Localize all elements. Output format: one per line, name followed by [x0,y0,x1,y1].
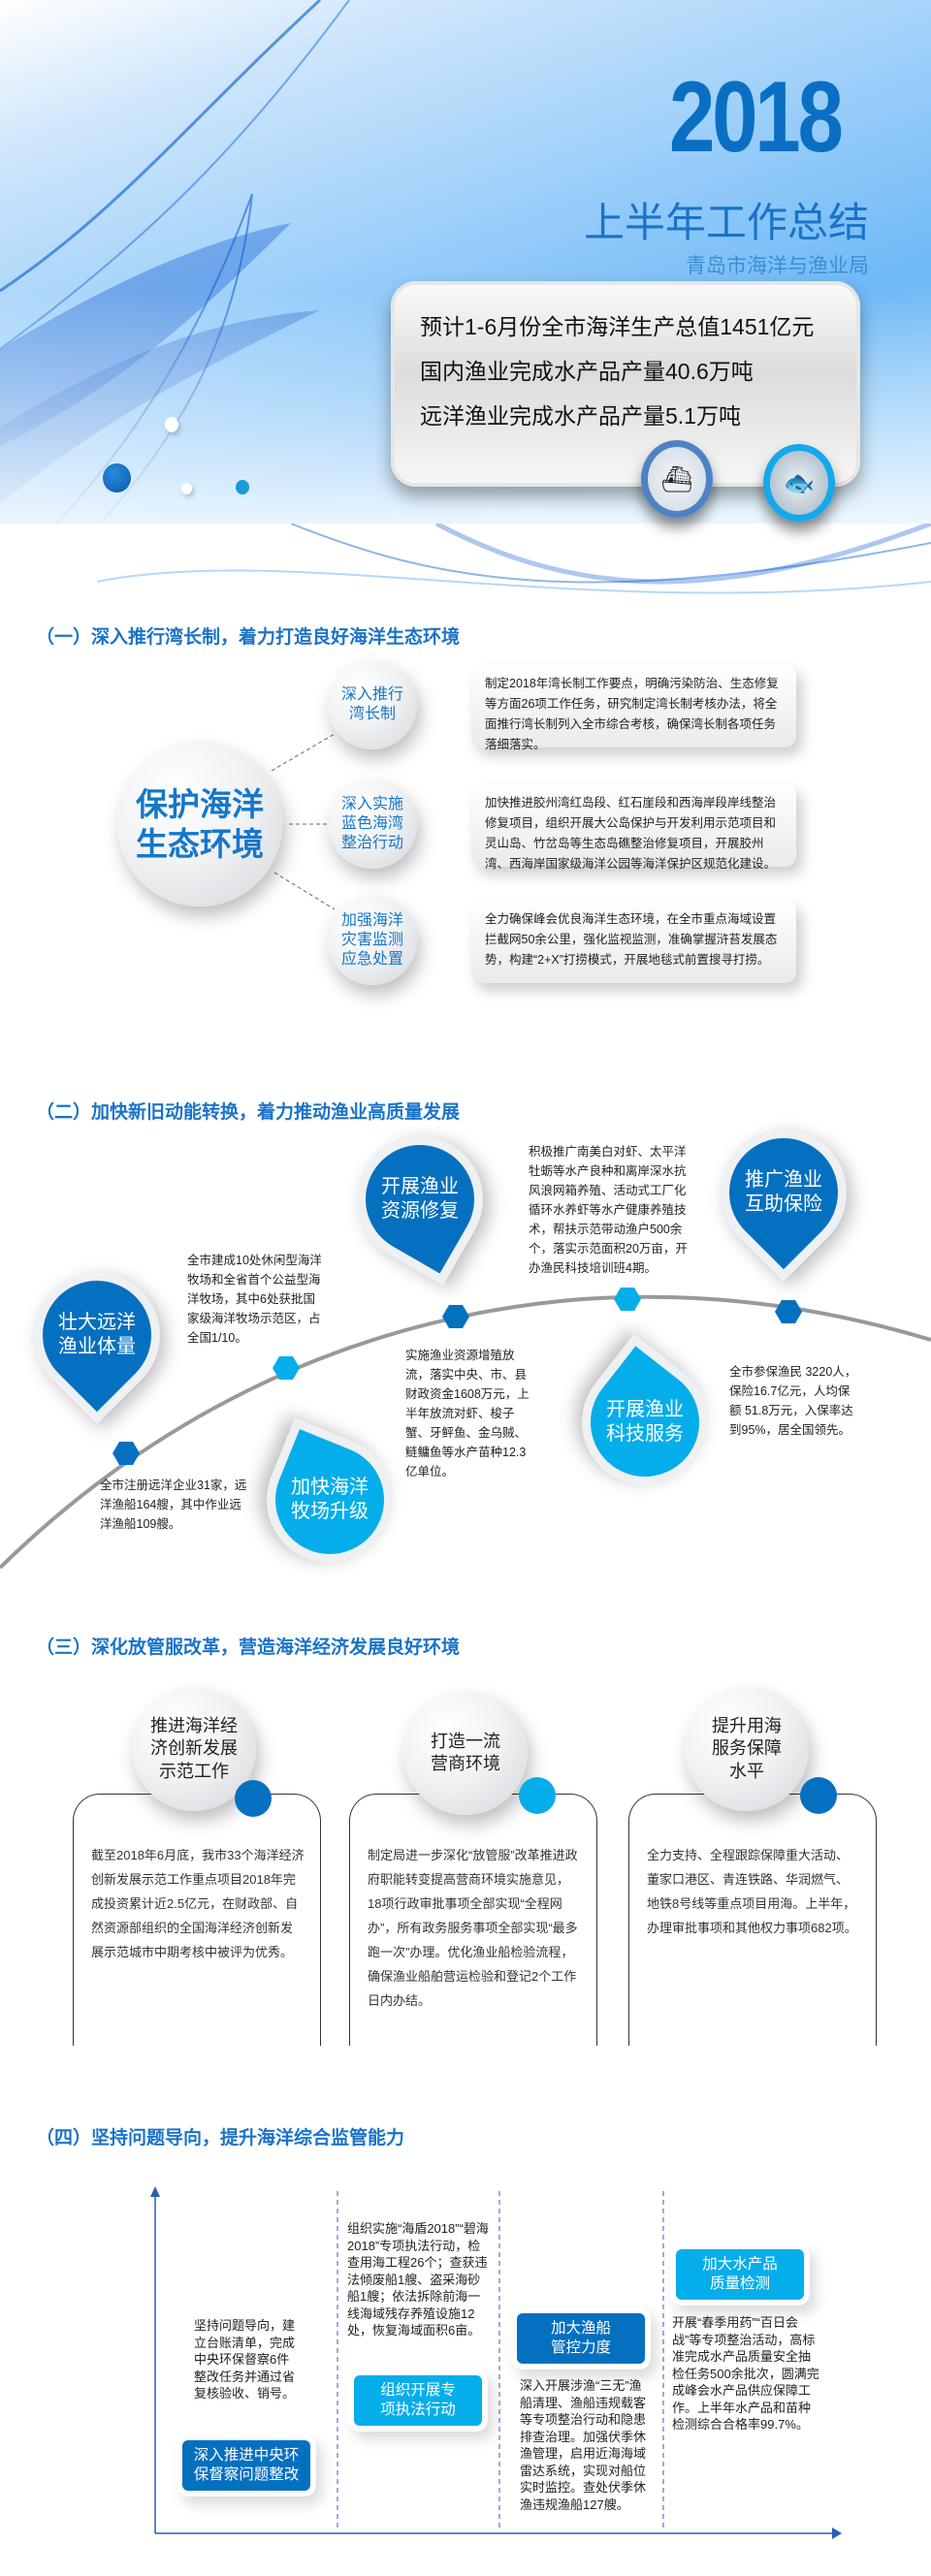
stat-line: 预计1-6月份全市海洋生产总值1451亿元 [420,314,815,339]
step-text: 坚持问题导向，建立台账清单，完成中央环保督察6件整改任务并通过省复核验收、销号。 [194,2318,296,2401]
bottom-wave-decoration [96,524,931,594]
axis-arrow-icon [832,2528,842,2539]
axis-arrow-icon [150,2186,160,2197]
timeline-node [775,1300,802,1323]
decorative-dot [103,463,131,493]
topic-line: 蓝色海湾 [340,815,403,832]
step-tag-line: 质量检测 [709,2275,770,2292]
section-title: （四）坚持问题导向，提升海洋综合监管能力 [36,2128,405,2148]
bubble-line: 资源修复 [381,1200,459,1222]
topic-line: 加强海洋 [340,912,403,929]
topic-line: 湾长制 [348,706,396,722]
step-chart-axes [150,2186,842,2539]
bubble-line: 渔业体量 [58,1336,136,1357]
bubble-detail-text: 全市参保渔民 3220人，保险16.7亿元，人均保额 51.8万元，入保率达到9… [729,1365,857,1437]
accent-dot [235,1780,272,1817]
reform-line: 示范工作 [159,1761,229,1781]
step-text: 深入开展涉渔“三无”渔船清理、渔船违规载客等专项整治行动和隐患排查治理。加强伏季… [520,2378,647,2512]
accent-dot [800,1777,837,1814]
topic-line: 深入实施 [340,796,403,812]
topic-detail-box: 全力确保峰会优良海洋生态环境，在全市重点海域设置拦截网50余公里，强化监视监测，… [471,900,796,983]
reform-line: 提升用海 [712,1715,782,1735]
section-title: （一）深入推行湾长制，着力打造良好海洋生态环境 [36,627,461,648]
step-text: 组织实施“海盾2018”“碧海2018”专项执法行动，检查用海工程26个；查获违… [347,2221,489,2337]
reform-circle: 打造一流营商环境 [403,1691,528,1815]
reform-line: 服务保障 [712,1738,782,1759]
topic-circle: 加强海洋灾害监测应急处置 [328,896,417,985]
ship-photo-icon: ⛴ [641,440,713,518]
bubble-line: 壮大远洋 [58,1312,136,1333]
step-tag: 深入推进中央环保督察问题整改 [182,2440,310,2491]
center-topic-line: 生态环境 [136,826,264,862]
bubble-line: 科技服务 [606,1423,684,1445]
accent-dot [519,1777,556,1814]
bubble-line: 牧场升级 [291,1501,369,1522]
topic-line: 整治行动 [340,835,403,851]
step-tag-line: 加大渔船 [550,2320,611,2337]
reform-line: 打造一流 [431,1731,500,1751]
timeline-node [273,1356,300,1380]
timeline-node [614,1288,641,1311]
step-tag-line: 项执法行动 [380,2401,456,2418]
step-tag: 加大水产品质量检测 [676,2249,804,2300]
reform-card: 截至2018年6月底，我市33个海洋经济创新发展示范工作重点项目2018年完成投… [73,1794,321,2046]
section-title: （二）加快新旧动能转换，着力推动渔业高质量发展 [36,1102,461,1123]
bubble-line: 加快海洋 [291,1477,369,1498]
timeline-node [112,1442,140,1465]
year-heading: 2018 [669,61,844,174]
section-title: （三）深化放管服改革，营造海洋经济发展良好环境 [36,1638,461,1658]
bubble-detail-text: 积极推广南美白对虾、太平洋牡蛎等水产良种和离岸深水抗风浪网箱养殖、活动式工厂化循… [529,1145,688,1275]
center-topic-circle: 保护海洋生态环境 [117,742,282,906]
step-tag-line: 管控力度 [550,2339,611,2356]
bubble-label: 开展渔业资源修复 [357,1136,483,1262]
bubble-label: 推广渔业互助保险 [721,1129,847,1256]
topic-circle: 深入推行湾长制 [328,660,417,749]
step-tag-line: 组织开展专 [380,2382,456,2399]
decorative-dot [181,483,192,494]
bubble-detail-text: 全市建成10处休闲型海洋牧场和全省首个公益型海洋牧场，其中6处获批国家级海洋牧场… [187,1254,322,1345]
page-title: 上半年工作总结 [583,200,869,245]
topic-circle: 深入实施蓝色海湾整治行动 [328,779,417,869]
bubble-label: 壮大远洋渔业体量 [34,1272,160,1398]
decorative-dot [165,417,178,432]
stat-line: 国内渔业完成水产品产量40.6万吨 [420,359,754,384]
topic-detail-box: 加快推进胶州湾红岛段、红石崖段和西海岸段岸线整治修复项目，组织开展大公岛保护与开… [471,783,796,871]
decorative-dot [236,480,249,494]
bubble-line: 推广渔业 [745,1169,822,1191]
timeline-node [442,1305,469,1328]
bubble-label: 开展渔业科技服务 [582,1359,708,1485]
timeline-curve [0,1288,931,1570]
bubble-label: 加快海洋牧场升级 [267,1437,393,1563]
bubble-line: 互助保险 [745,1193,822,1215]
topic-detail-box: 制定2018年湾长制工作要点，明确污染防治、生态修复等方面26项工作任务，研究制… [471,664,796,751]
bubble-detail-text: 全市注册远洋企业31家，远洋渔船164艘，其中作业远洋渔船109艘。 [100,1479,247,1531]
bubble-line: 开展渔业 [606,1399,684,1420]
reform-line: 济创新发展 [150,1738,238,1759]
bubble-detail-text: 实施渔业资源增殖放流，落实中央、市、县财政资金1608万元，上半年放流对虾、梭子… [405,1349,530,1479]
reform-line: 水平 [729,1761,764,1781]
step-tag-line: 加大水产品 [702,2256,778,2273]
topic-line: 深入推行 [340,686,403,703]
step-tag-line: 保督察问题整改 [193,2466,300,2483]
connector-lines [271,733,336,910]
fish-photo-icon: 🐟 [763,444,835,522]
bubble-line: 开展渔业 [381,1176,459,1197]
reform-circle: 提升用海服务保障水平 [685,1687,809,1811]
step-tag: 加大渔船管控力度 [517,2313,645,2364]
step-text: 开展“春季用药”“百日会战”等专项整治活动，高标准完成水产品质量安全抽检任务50… [672,2315,819,2432]
step-tag: 组织开展专项执法行动 [354,2375,482,2426]
center-topic-line: 保护海洋 [136,785,264,822]
topic-line: 灾害监测 [340,932,403,948]
stat-line: 远洋渔业完成水产品产量5.1万吨 [420,403,741,429]
reform-card: 制定局进一步深化“放管服”改革推进政府职能转变提高营商环境实施意见，18项行政审… [349,1794,597,2046]
step-tag-line: 深入推进中央环 [193,2447,300,2464]
reform-line: 推进海洋经 [150,1715,238,1735]
topic-line: 应急处置 [340,951,403,968]
reform-card: 全力支持、全程跟踪保障重大活动、董家口港区、青连铁路、华润燃气、地铁8号线等重点… [628,1794,877,2046]
org-name: 青岛市海洋与渔业局 [686,255,869,277]
reform-line: 营商环境 [431,1754,500,1773]
